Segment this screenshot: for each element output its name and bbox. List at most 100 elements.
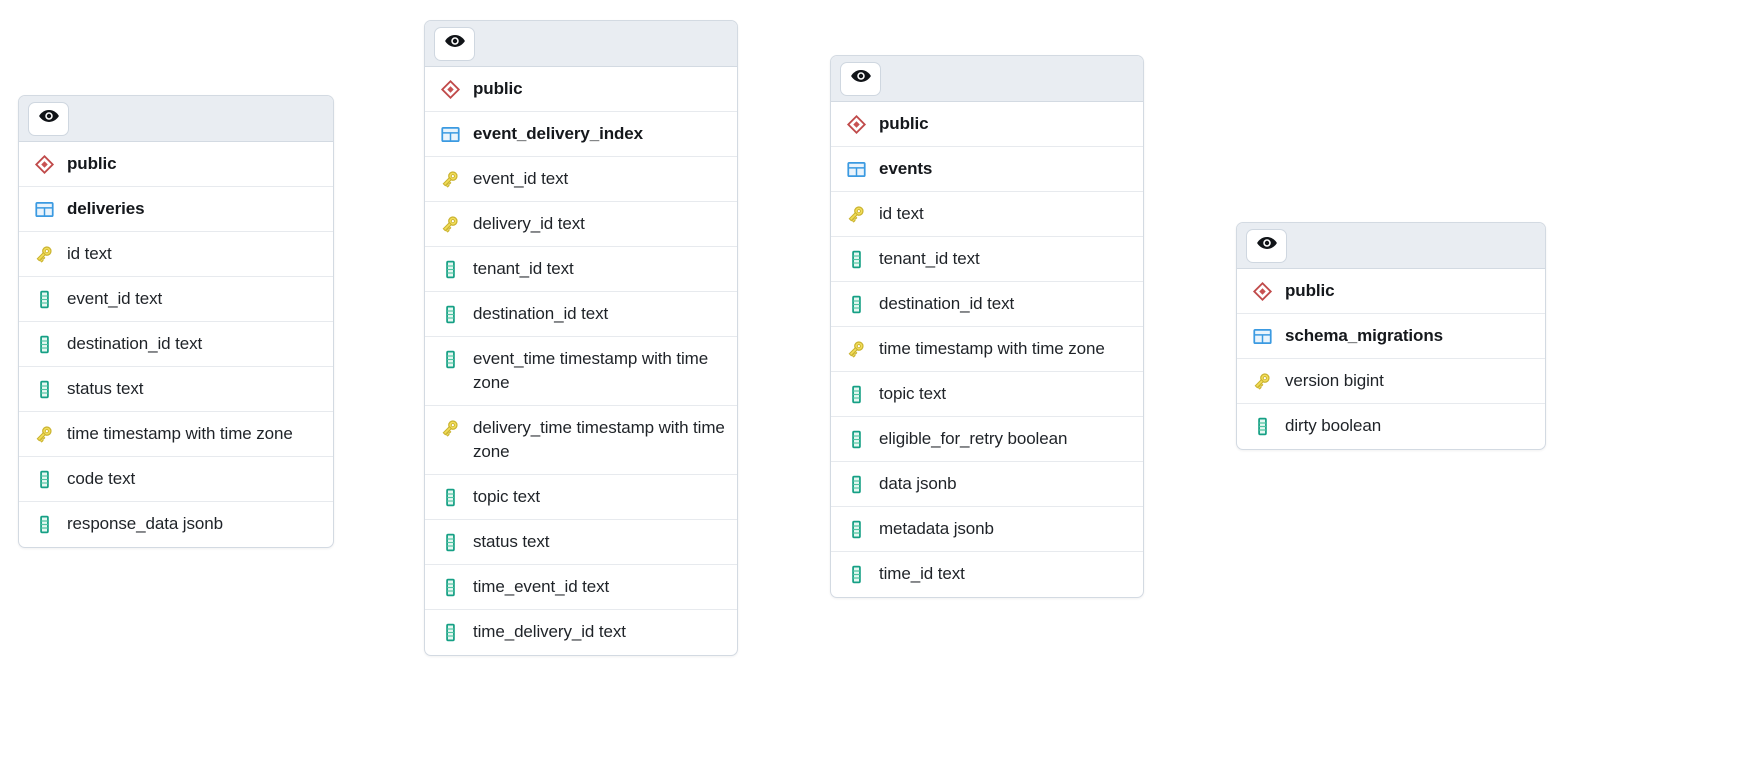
- column-row[interactable]: time_delivery_id text: [425, 610, 737, 655]
- schema-diamond-icon: [1251, 280, 1273, 302]
- key-icon: [439, 213, 461, 235]
- visibility-toggle-button[interactable]: [28, 101, 69, 136]
- column-icon: [845, 248, 867, 270]
- column-icon: [33, 333, 55, 355]
- column-row-label: dirty boolean: [1285, 416, 1382, 435]
- column-row-label: status text: [67, 379, 144, 398]
- column-row-label: tenant_id text: [879, 249, 980, 268]
- column-row[interactable]: topic text: [831, 372, 1143, 417]
- column-icon: [439, 621, 461, 643]
- table-name-row[interactable]: event_delivery_index: [425, 112, 737, 157]
- column-row[interactable]: time timestamp with time zone: [831, 327, 1143, 372]
- visibility-toggle-button[interactable]: [840, 61, 881, 96]
- table-card-header: [831, 56, 1143, 102]
- column-row-label: destination_id text: [473, 304, 609, 323]
- column-row[interactable]: tenant_id text: [425, 247, 737, 292]
- column-row-label: id text: [879, 204, 924, 223]
- table-card[interactable]: public schema_migrations version bigint …: [1236, 222, 1546, 450]
- column-row[interactable]: tenant_id text: [831, 237, 1143, 282]
- column-icon: [439, 576, 461, 598]
- column-icon: [439, 258, 461, 280]
- column-row[interactable]: code text: [19, 457, 333, 502]
- table-card[interactable]: public deliveries id text event_id text …: [18, 95, 334, 548]
- schema-row-label: public: [67, 154, 117, 173]
- schema-row[interactable]: public: [1237, 269, 1545, 314]
- table-card[interactable]: public events id text tenant_id text des…: [830, 55, 1144, 598]
- column-row-label: code text: [67, 469, 136, 488]
- column-icon: [439, 348, 461, 370]
- column-row[interactable]: topic text: [425, 475, 737, 520]
- column-row[interactable]: event_time timestamp with time zone: [425, 337, 737, 406]
- column-row[interactable]: eligible_for_retry boolean: [831, 417, 1143, 462]
- column-row-label: delivery_time timestamp with time zone: [473, 418, 725, 461]
- column-row-label: metadata jsonb: [879, 519, 994, 538]
- column-row[interactable]: event_id text: [19, 277, 333, 322]
- visibility-toggle-button[interactable]: [1246, 228, 1287, 263]
- column-icon: [845, 428, 867, 450]
- column-row[interactable]: id text: [19, 232, 333, 277]
- column-row[interactable]: dirty boolean: [1237, 404, 1545, 449]
- column-row[interactable]: status text: [19, 367, 333, 412]
- column-row[interactable]: event_id text: [425, 157, 737, 202]
- table-card-header: [1237, 223, 1545, 269]
- column-row[interactable]: delivery_time timestamp with time zone: [425, 406, 737, 475]
- column-row-label: time timestamp with time zone: [879, 339, 1105, 358]
- column-row-label: time timestamp with time zone: [67, 424, 293, 443]
- schema-row-label: public: [473, 79, 523, 98]
- column-row[interactable]: time_id text: [831, 552, 1143, 597]
- visibility-toggle-button[interactable]: [434, 26, 475, 61]
- schema-row[interactable]: public: [425, 67, 737, 112]
- schema-diamond-icon: [845, 113, 867, 135]
- column-row-label: eligible_for_retry boolean: [879, 429, 1068, 448]
- column-icon: [439, 486, 461, 508]
- column-icon: [33, 288, 55, 310]
- column-row-label: response_data jsonb: [67, 514, 223, 533]
- column-icon: [33, 378, 55, 400]
- table-name-row[interactable]: events: [831, 147, 1143, 192]
- table-name-row[interactable]: schema_migrations: [1237, 314, 1545, 359]
- column-row-label: event_id text: [473, 169, 569, 188]
- schema-row-label: public: [1285, 281, 1335, 300]
- table-name-row-label: schema_migrations: [1285, 326, 1443, 345]
- column-row[interactable]: status text: [425, 520, 737, 565]
- table-card-header: [19, 96, 333, 142]
- column-row-label: time_delivery_id text: [473, 622, 626, 641]
- column-row-label: delivery_id text: [473, 214, 585, 233]
- column-row[interactable]: data jsonb: [831, 462, 1143, 507]
- schema-diamond-icon: [33, 153, 55, 175]
- column-row[interactable]: metadata jsonb: [831, 507, 1143, 552]
- column-icon: [439, 303, 461, 325]
- key-icon: [845, 338, 867, 360]
- column-row[interactable]: id text: [831, 192, 1143, 237]
- table-card-header: [425, 21, 737, 67]
- key-icon: [439, 168, 461, 190]
- eye-icon: [38, 105, 60, 132]
- column-row[interactable]: version bigint: [1237, 359, 1545, 404]
- column-row[interactable]: time_event_id text: [425, 565, 737, 610]
- schema-row[interactable]: public: [831, 102, 1143, 147]
- column-row-label: data jsonb: [879, 474, 957, 493]
- column-row[interactable]: time timestamp with time zone: [19, 412, 333, 457]
- schema-row[interactable]: public: [19, 142, 333, 187]
- schema-diamond-icon: [439, 78, 461, 100]
- column-row[interactable]: destination_id text: [19, 322, 333, 367]
- column-row-label: destination_id text: [879, 294, 1015, 313]
- column-row[interactable]: delivery_id text: [425, 202, 737, 247]
- column-icon: [1251, 415, 1273, 437]
- column-row[interactable]: destination_id text: [831, 282, 1143, 327]
- column-row[interactable]: destination_id text: [425, 292, 737, 337]
- column-icon: [845, 518, 867, 540]
- column-row-label: version bigint: [1285, 371, 1384, 390]
- column-icon: [845, 383, 867, 405]
- column-row[interactable]: response_data jsonb: [19, 502, 333, 547]
- eye-icon: [444, 30, 466, 57]
- eye-icon: [1256, 232, 1278, 259]
- key-icon: [33, 423, 55, 445]
- column-row-label: event_time timestamp with time zone: [473, 349, 709, 392]
- column-icon: [845, 473, 867, 495]
- table-name-row[interactable]: deliveries: [19, 187, 333, 232]
- column-icon: [33, 513, 55, 535]
- table-card[interactable]: public event_delivery_index event_id tex…: [424, 20, 738, 656]
- column-row-label: id text: [67, 244, 112, 263]
